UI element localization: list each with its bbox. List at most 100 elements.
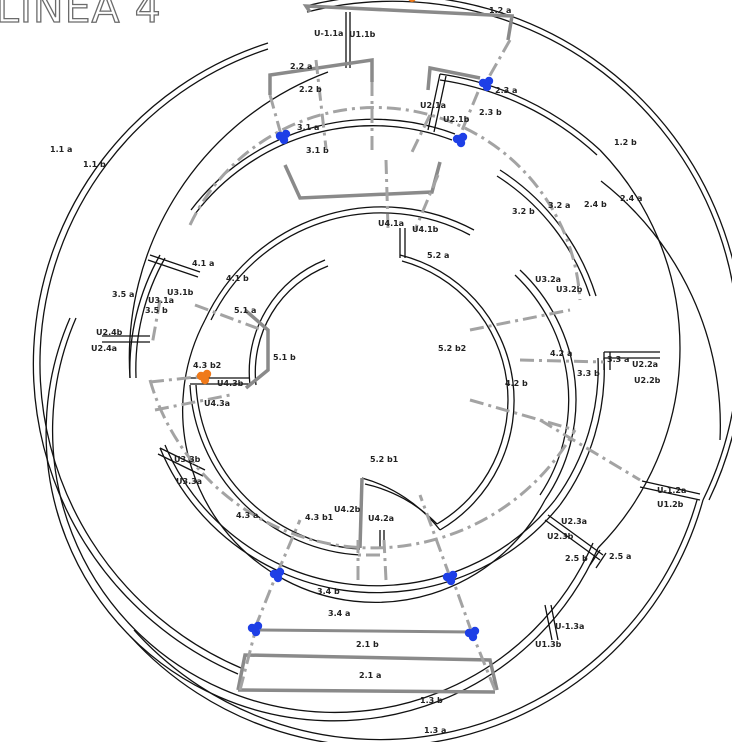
rail-arcs	[32, 0, 732, 742]
label-u43b: U4.3b	[217, 379, 244, 388]
rail-4-3	[189, 384, 361, 556]
rail-2-x	[128, 71, 329, 379]
route-1-2a	[302, 4, 515, 41]
label-2-2b: 2.2 b	[299, 85, 322, 94]
label-3-1b: 3.1 b	[306, 146, 329, 155]
label-4-2b: 4.2 b	[505, 379, 528, 388]
label-u42b: U4.2b	[334, 505, 361, 514]
label-3-1a: 3.1 a	[297, 123, 319, 132]
label-u42a: U4.2a	[368, 514, 394, 523]
label-4-3a: 4.3 a	[236, 511, 258, 520]
route-5-2b1	[358, 477, 364, 549]
label-3-2b: 3.2 b	[512, 207, 535, 216]
label-u12b: U1.2b	[657, 500, 684, 509]
label-u43a: U4.3a	[204, 399, 230, 408]
train-marker-blue	[247, 621, 263, 637]
label-3-4b: 3.4 b	[317, 587, 340, 596]
rail-1-3	[129, 499, 704, 742]
label-1-2a: 1.2 a	[489, 6, 511, 15]
label-u23a: U2.3a	[561, 517, 587, 526]
label-u31b: U3.1b	[167, 288, 194, 297]
label-4-3b2: 4.3 b2	[193, 361, 221, 370]
label-u24a: U2.4a	[91, 344, 117, 353]
label-4-3b1: 4.3 b1	[305, 513, 334, 522]
route-2-3	[426, 65, 481, 91]
label-u22b: U2.2b	[634, 376, 661, 385]
label-3-4a: 3.4 a	[328, 609, 350, 618]
label-2-2a: 2.2 a	[290, 62, 312, 71]
label-u24b: U2.4b	[96, 328, 123, 337]
label-5-2a: 5.2 a	[427, 251, 449, 260]
label-2-3a: 2.3 a	[495, 86, 517, 95]
label-1-1b: 1.1 b	[83, 160, 106, 169]
train-marker-blue	[464, 626, 480, 642]
rail-5-1	[248, 259, 326, 386]
train-marker-blue	[452, 132, 468, 148]
rail-1-1	[32, 42, 269, 675]
label-2-5b: 2.5 b	[565, 554, 588, 563]
rail-5-2	[399, 254, 515, 531]
label-u31a: U3.1a	[148, 296, 174, 305]
label-u21b: U2.1b	[443, 115, 470, 124]
rail-3-1	[190, 118, 456, 211]
label-u13a: U-1.3a	[555, 622, 584, 631]
markers	[196, 0, 494, 642]
label-4-1a: 4.1 a	[192, 259, 214, 268]
label-3-2a: 3.2 a	[548, 201, 570, 210]
label-u32b: U3.2b	[556, 285, 583, 294]
rail-2-1	[45, 317, 599, 722]
label-5-2b1: 5.2 b1	[370, 455, 399, 464]
route-5-1	[243, 308, 270, 390]
label-u41a: U4.1a	[378, 219, 404, 228]
rail-4-1	[204, 206, 475, 321]
rail-2-4	[600, 180, 721, 441]
label-3-3a: 3.3 a	[607, 355, 629, 364]
label-2-4b: 2.4 b	[584, 200, 607, 209]
route-2-2	[268, 57, 374, 95]
train-marker-orange	[408, 0, 416, 2]
label-u21a: U2.1a	[420, 101, 446, 110]
label-1-3b: 1.3 b	[420, 696, 443, 705]
train-marker-orange	[196, 369, 212, 385]
connectors	[102, 12, 701, 641]
label-u33a: U3.3a	[176, 477, 202, 486]
label-u11b: U1.1b	[349, 30, 376, 39]
label-5-2b2: 5.2 b2	[438, 344, 466, 353]
page-title: LINEA 4	[0, 0, 162, 32]
train-marker-blue	[269, 567, 285, 583]
label-3-3b: 3.3 b	[577, 369, 600, 378]
label-4-1b: 4.1 b	[226, 274, 249, 283]
label-u33b: U3.3b	[174, 455, 201, 464]
label-u22a: U2.2a	[632, 360, 658, 369]
rail-1-2	[305, 0, 732, 501]
route-segments	[236, 4, 515, 694]
label-5-1a: 5.1 a	[234, 306, 256, 315]
label-2-4a: 2.4 a	[620, 194, 642, 203]
route-1-3b	[237, 688, 496, 694]
label-u11a: U-1.1a	[314, 29, 343, 38]
label-1-3a: 1.3 a	[424, 726, 446, 735]
route-2-1b	[259, 628, 473, 634]
label-3-5b: 3.5 b	[145, 306, 168, 315]
label-2-1b: 2.1 b	[356, 640, 379, 649]
label-1-2b: 1.2 b	[614, 138, 637, 147]
label-5-1b: 5.1 b	[273, 353, 296, 362]
label-3-5a: 3.5 a	[112, 290, 134, 299]
label-u12a: U-1.2a	[657, 486, 686, 495]
label-u13b: U1.3b	[535, 640, 562, 649]
rail-3-4	[159, 447, 561, 594]
rail-4-2	[519, 269, 577, 501]
label-4-2a: 4.2 a	[550, 349, 572, 358]
label-1-1a: 1.1 a	[50, 145, 72, 154]
dashed-links	[148, 39, 641, 691]
route-2-1	[236, 653, 499, 691]
rail-3-5	[129, 254, 161, 379]
route-3-1	[283, 161, 442, 200]
rail-3-3	[559, 357, 605, 506]
rail-2-2	[439, 73, 601, 151]
label-u23b: U2.3b	[547, 532, 574, 541]
label-u41b: U4.1b	[412, 225, 439, 234]
label-2-1a: 2.1 a	[359, 671, 381, 680]
label-2-3b: 2.3 b	[479, 108, 502, 117]
